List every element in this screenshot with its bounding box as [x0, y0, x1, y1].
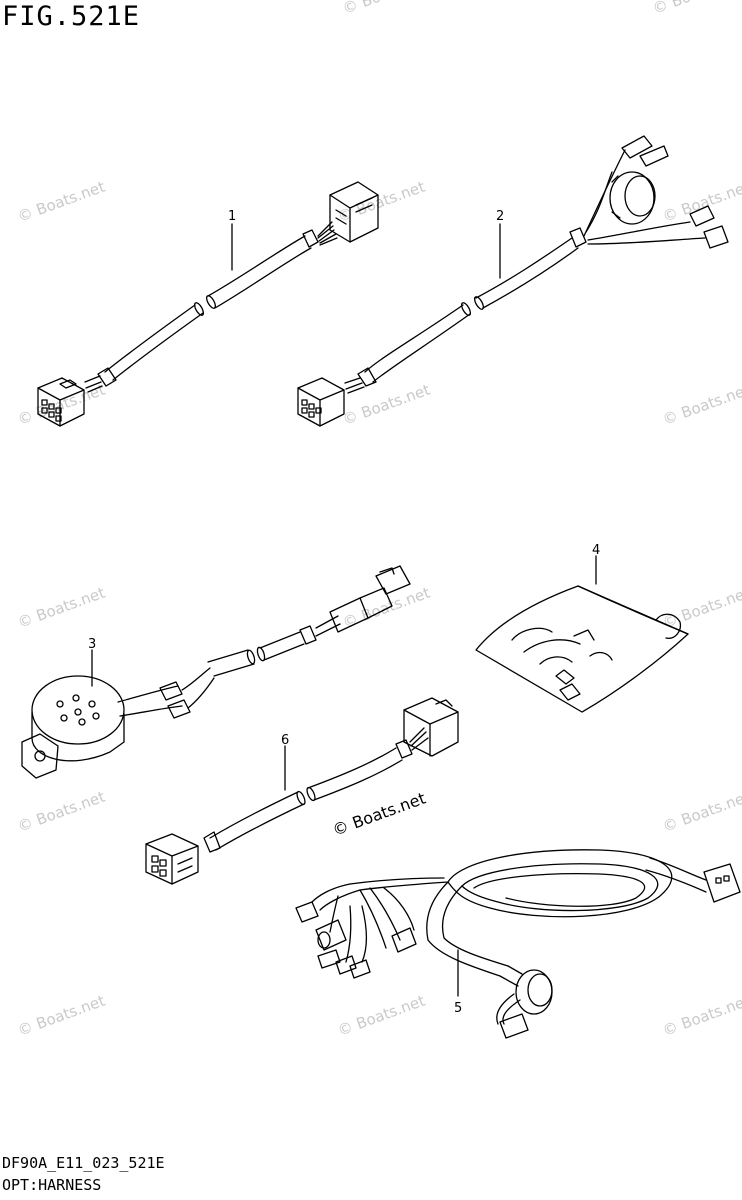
watermark: © Boats.net — [650, 0, 742, 18]
bag-part-4 — [475, 585, 689, 713]
callout-5: 5 — [454, 1001, 462, 1016]
watermark: © Boats.net — [660, 381, 742, 429]
watermark: © Boats.net — [660, 992, 742, 1040]
callout-3: 3 — [88, 637, 96, 652]
diagram-category: OPT:HARNESS — [2, 1176, 102, 1194]
callout-2: 2 — [496, 209, 504, 224]
watermark: © Boats.net — [660, 178, 742, 226]
watermark: © Boats.net — [335, 178, 427, 226]
watermark: © Boats.net — [15, 788, 107, 836]
harness-part-2 — [297, 135, 729, 427]
watermark: © Boats.net — [660, 584, 742, 632]
buzzer-part-3 — [21, 565, 411, 779]
callout-6: 6 — [281, 733, 289, 748]
watermark: © Boats.net — [15, 992, 107, 1040]
harness-part-5 — [295, 849, 741, 1039]
diagram-code: DF90A_E11_023_521E — [2, 1154, 165, 1172]
watermark: © Boats.net — [335, 992, 427, 1040]
watermark: © Boats.net — [15, 584, 107, 632]
watermark: © Boats.net — [15, 178, 107, 226]
harness-part-6 — [145, 697, 459, 885]
watermark-center: © Boats.net — [330, 789, 428, 840]
harness-part-1 — [37, 181, 379, 427]
callout-1: 1 — [228, 209, 236, 224]
watermark: © Boats.net — [660, 788, 742, 836]
figure-title: FIG.521E — [2, 1, 141, 32]
callout-4: 4 — [592, 543, 600, 558]
watermark: © Boats.net — [340, 0, 432, 18]
watermark: © Boats.net — [340, 381, 432, 429]
